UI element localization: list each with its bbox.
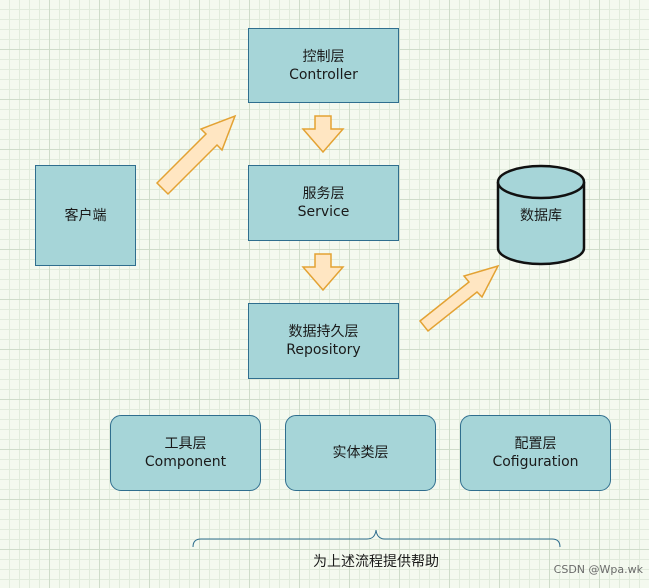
repository-layer-subtitle: Repository <box>286 342 361 358</box>
arrow-service-to-repository <box>301 253 345 292</box>
arrow-controller-to-service <box>301 115 345 154</box>
client-box[interactable]: 客户端 <box>35 165 136 266</box>
database-cylinder <box>496 164 586 266</box>
arrow-client-to-controller <box>155 114 237 196</box>
arrow-repository-to-database <box>418 264 500 333</box>
repository-layer-box[interactable]: 数据持久层 Repository <box>248 303 399 379</box>
database-title: 数据库 <box>520 208 562 224</box>
component-layer-subtitle: Component <box>144 454 227 470</box>
service-layer-box[interactable]: 服务层 Service <box>248 165 399 241</box>
curly-brace <box>192 529 561 548</box>
controller-layer-box[interactable]: 控制层 Controller <box>248 28 399 103</box>
configuration-layer-box[interactable]: 配置层 Cofiguration <box>460 415 611 491</box>
controller-layer-subtitle: Controller <box>289 66 358 83</box>
configuration-layer-subtitle: Cofiguration <box>492 454 579 470</box>
service-layer-title: 服务层 <box>302 186 345 202</box>
configuration-layer-title: 配置层 <box>514 436 557 452</box>
service-layer-subtitle: Service <box>297 204 350 220</box>
client-title: 客户端 <box>64 207 107 224</box>
entity-layer-box[interactable]: 实体类层 <box>285 415 436 491</box>
brace-label: 为上述流程提供帮助 <box>313 554 439 570</box>
controller-layer-title: 控制层 <box>302 48 345 65</box>
entity-layer-title: 实体类层 <box>332 445 389 461</box>
repository-layer-title: 数据持久层 <box>288 324 359 340</box>
component-layer-box[interactable]: 工具层 Component <box>110 415 261 491</box>
component-layer-title: 工具层 <box>164 436 207 452</box>
watermark: CSDN @Wpa.wk <box>553 563 643 576</box>
